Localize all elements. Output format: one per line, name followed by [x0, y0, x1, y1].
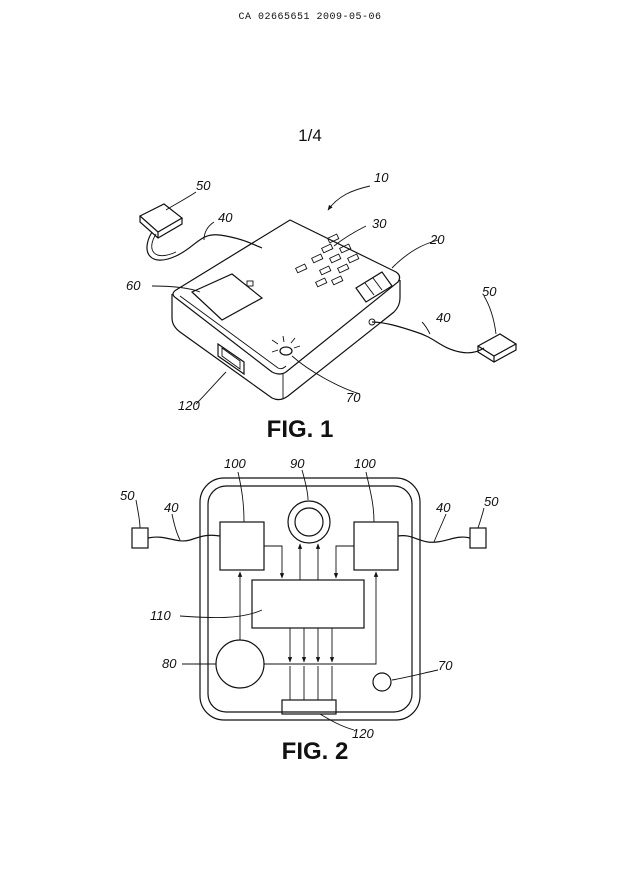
- fig2-label-70: 70: [438, 658, 453, 673]
- fig1-title: FIG. 1: [0, 416, 610, 444]
- fig1-light: [272, 336, 300, 355]
- fig1-label-40-left: 40: [218, 210, 233, 225]
- fig2-housing: [200, 478, 420, 720]
- fig1-label-30: 30: [372, 216, 387, 231]
- fig2-label-40-right: 40: [436, 500, 451, 515]
- fig1-label-10: 10: [374, 170, 389, 185]
- fig2-label-40-left: 40: [164, 500, 179, 515]
- fig1-label-70: 70: [346, 390, 361, 405]
- fig2-speaker: [288, 501, 330, 543]
- fig1-label-20: 20: [429, 232, 445, 247]
- fig2-module-left: [220, 522, 264, 570]
- fig1-label-40-right: 40: [436, 310, 451, 325]
- fig2-label-110: 110: [150, 608, 171, 623]
- fig2-battery: [216, 640, 264, 688]
- fig2-label-90: 90: [290, 456, 305, 471]
- fig1-label-50-left: 50: [196, 178, 211, 193]
- fig2-sensor-right: [470, 528, 486, 548]
- fig2-cable-left: [148, 535, 220, 541]
- fig2-label-100-right: 100: [354, 456, 376, 471]
- fig2-label-100-left: 100: [224, 456, 246, 471]
- fig2-sensor-left: [132, 528, 148, 548]
- fig1-port: [218, 344, 244, 374]
- fig1-buttons: [296, 234, 359, 287]
- fig2-light: [373, 673, 391, 691]
- fig1-label-120: 120: [178, 398, 200, 413]
- fig1-label-50-right: 50: [482, 284, 497, 299]
- fig1-label-60: 60: [126, 278, 141, 293]
- fig2-label-50-right: 50: [484, 494, 499, 509]
- fig2-processor: [252, 580, 364, 628]
- fig2-label-50-left: 50: [120, 488, 135, 503]
- fig1-switch: [356, 272, 392, 302]
- fig1-sensor-left: [140, 204, 182, 238]
- fig2-module-right: [354, 522, 398, 570]
- fig1-display: [192, 274, 262, 320]
- fig1-device: [172, 220, 400, 400]
- fig2-title: FIG. 2: [5, 738, 620, 766]
- fig1-cable-right: [372, 322, 484, 353]
- fig2-label-80: 80: [162, 656, 177, 671]
